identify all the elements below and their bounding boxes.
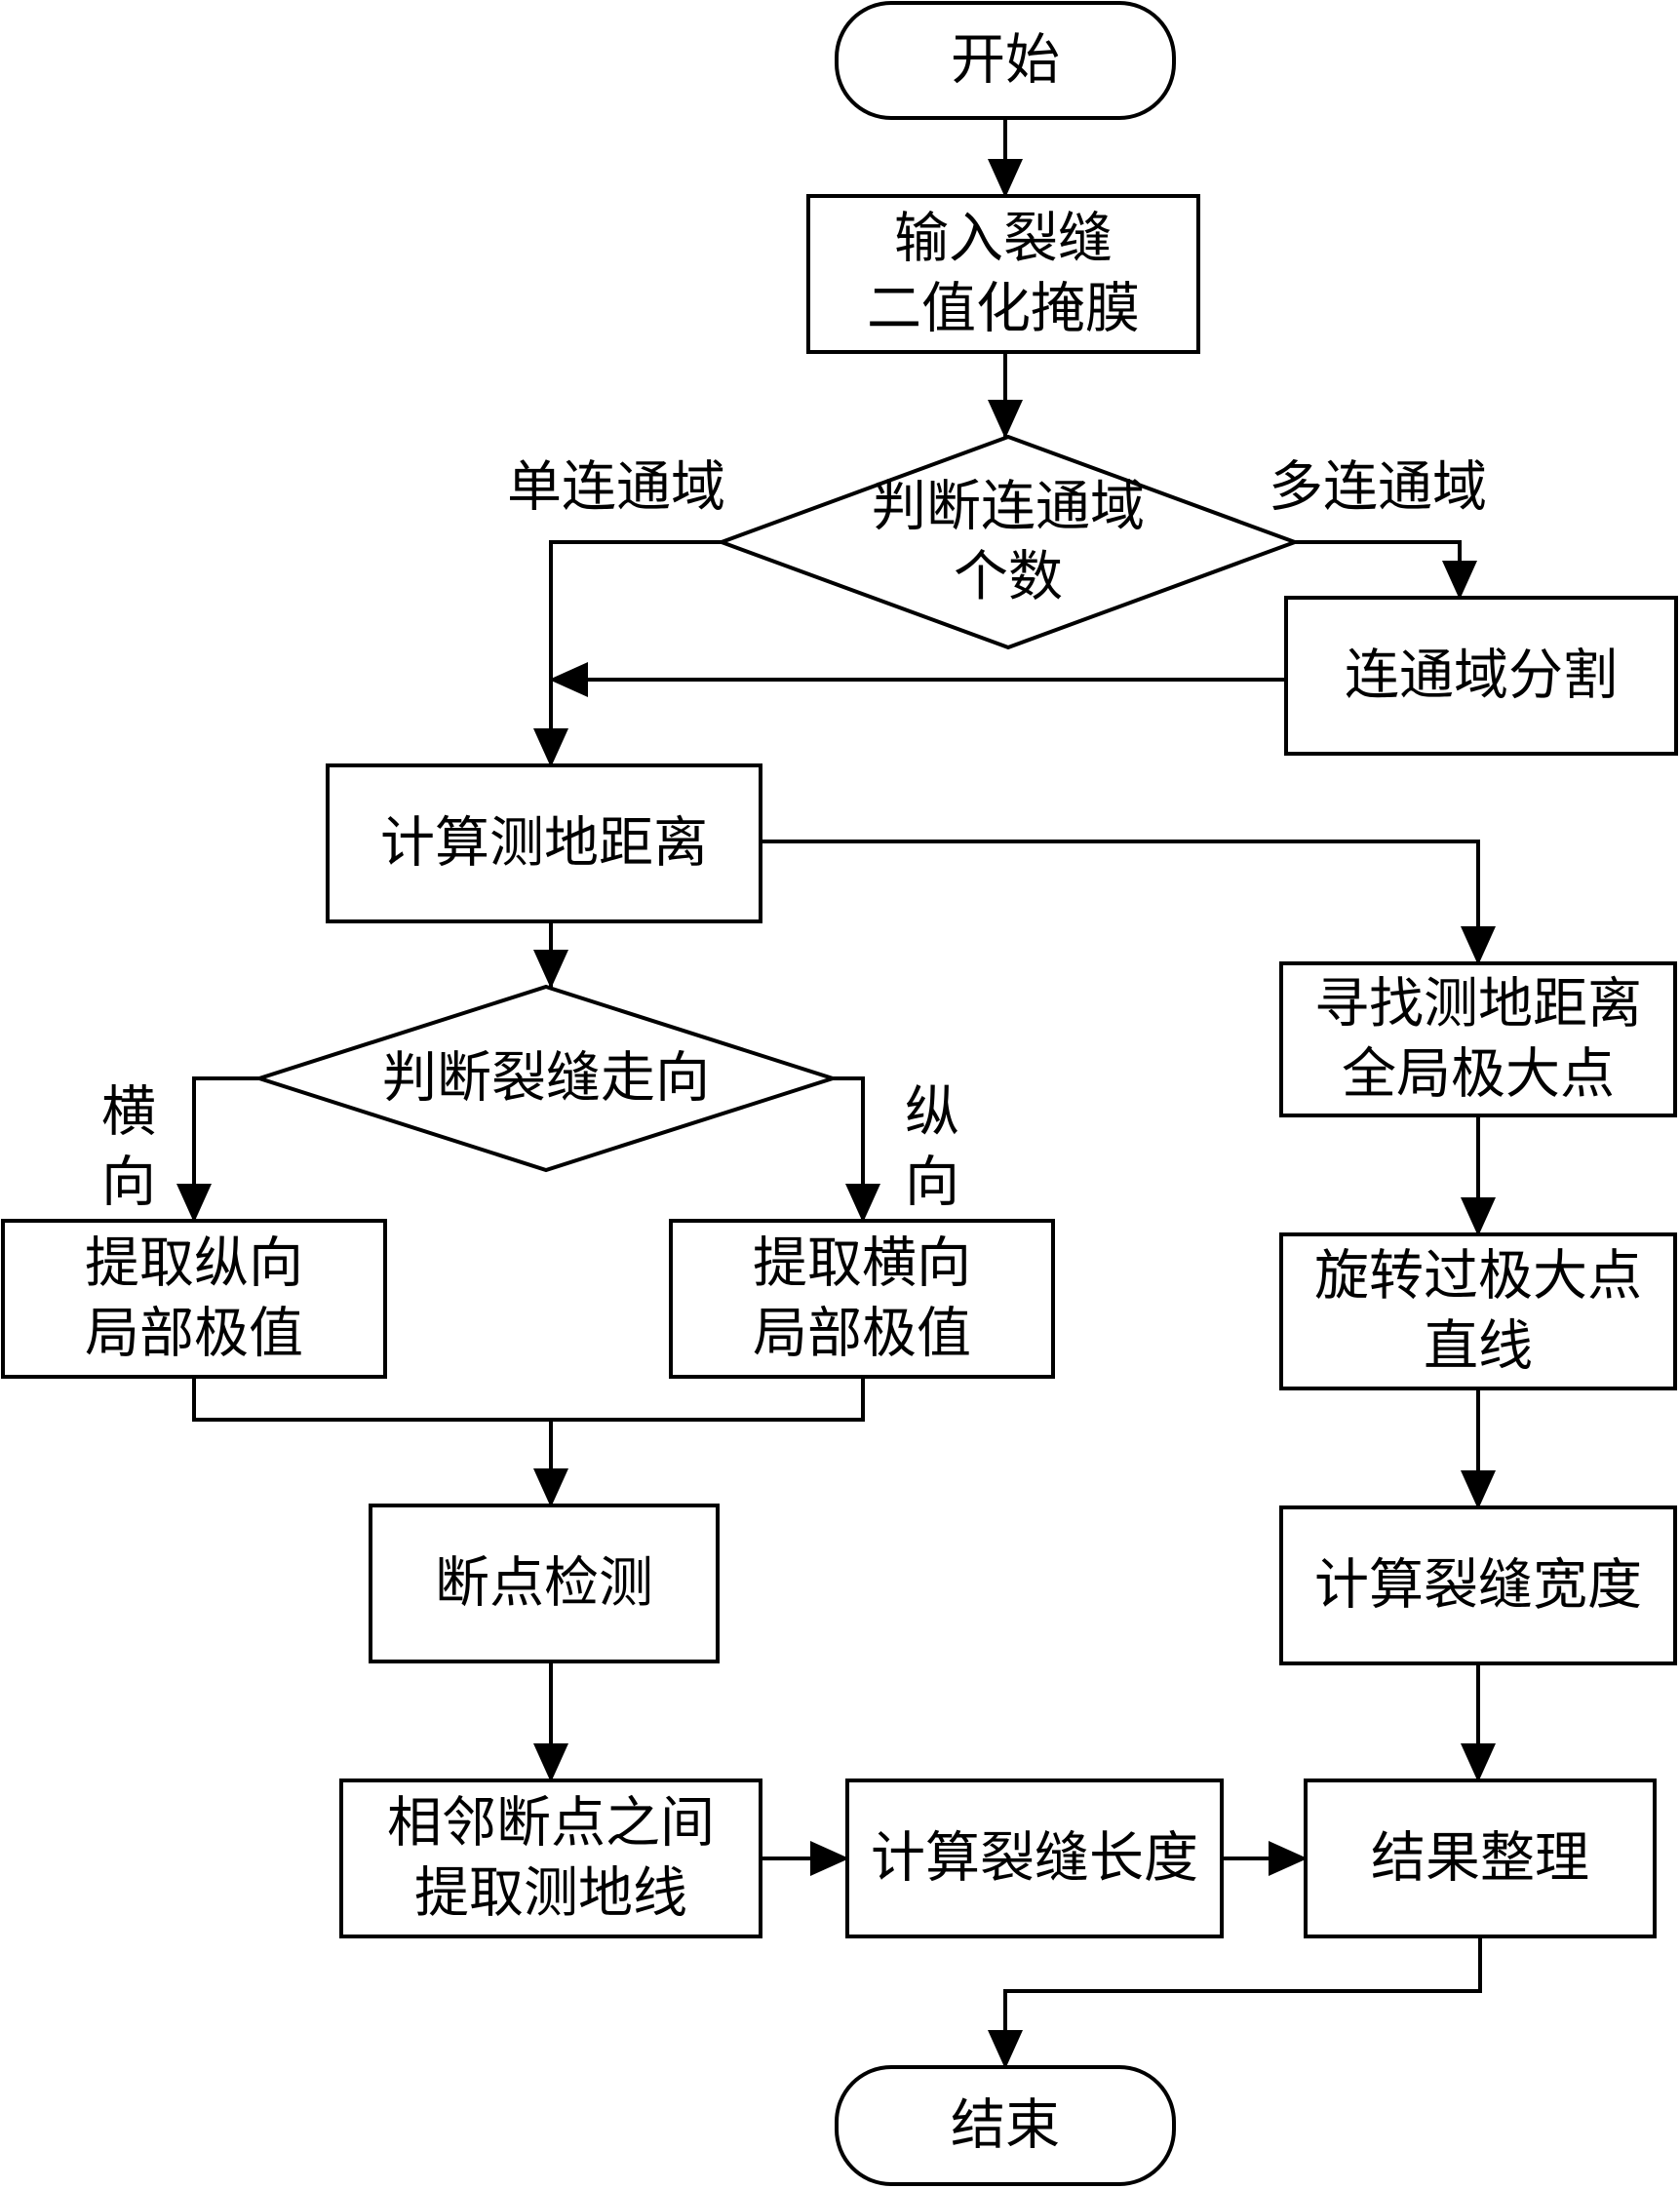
label-single-component: 单连通域 <box>507 456 725 520</box>
rotate-line-text-line-2: 直线 <box>1424 1315 1533 1379</box>
arrow-geodesic-to-global-max <box>761 840 1496 965</box>
crack-length-text-line-1: 计算裂缝长度 <box>871 1827 1198 1891</box>
result-summary-box <box>1304 1779 1657 1938</box>
extract-vertical-extrema-text-line-2: 局部极值 <box>85 1303 303 1366</box>
label-vertical: 纵向 <box>905 1081 959 1215</box>
breakpoint-detection-text-line-1: 断点检测 <box>435 1552 653 1616</box>
extract-vertical-extrema-box <box>1 1219 387 1379</box>
judge-direction-diamond <box>253 984 840 1173</box>
end-terminator <box>835 2065 1176 2186</box>
arrow-merge-left <box>192 1377 551 1422</box>
geodesic-distance-text-line-1: 计算测地距离 <box>380 812 708 876</box>
label-horizontal-text-line-1: 横 <box>101 1081 156 1145</box>
input-mask-box <box>806 194 1200 354</box>
input-mask-text-line-2: 二值化掩膜 <box>867 278 1140 341</box>
start-text-line-1: 开始 <box>951 29 1060 93</box>
extract-horizontal-extrema-text-line-2: 局部极值 <box>753 1303 971 1366</box>
component-split-box <box>1284 596 1678 756</box>
label-multi-component: 多连通域 <box>1269 456 1487 520</box>
judge-components-text-line-2: 个数 <box>954 546 1063 609</box>
geodesic-distance-box <box>326 763 762 923</box>
arrow-single-branch <box>533 540 722 767</box>
node-crack-width: 计算裂缝宽度 <box>1279 1505 1677 1665</box>
end-text-line-1: 结束 <box>951 2094 1060 2158</box>
rotate-line-text-line-1: 旋转过极大点 <box>1314 1245 1642 1309</box>
breakpoint-detection-box <box>369 1504 720 1663</box>
node-geodesic-distance: 计算测地距离 <box>326 763 762 923</box>
input-mask-text-line-1: 输入裂缝 <box>894 208 1113 271</box>
extract-vertical-extrema-text-line-1: 提取纵向 <box>85 1232 303 1296</box>
crack-length-box <box>845 1779 1224 1938</box>
node-judge-direction: 判断裂缝走向 <box>253 984 840 1173</box>
crack-width-text-line-1: 计算裂缝宽度 <box>1314 1554 1642 1618</box>
crack-width-box <box>1279 1505 1677 1665</box>
extract-geodesic-lines-box <box>339 1779 762 1938</box>
node-result-summary: 结果整理 <box>1304 1779 1657 1938</box>
label-vertical-text-line-1: 纵 <box>905 1081 959 1145</box>
branch-labels: 单连通域多连通域横向纵向 <box>101 456 1487 1215</box>
arrow-multi-branch <box>1295 540 1477 600</box>
label-single-component-text-line-1: 单连通域 <box>507 456 725 520</box>
node-end: 结束 <box>835 2065 1176 2186</box>
component-split-text-line-1: 连通域分割 <box>1345 645 1618 708</box>
extract-horizontal-extrema-box <box>669 1219 1055 1379</box>
label-horizontal-text-line-2: 向 <box>101 1152 156 1215</box>
label-vertical-text-line-2: 向 <box>905 1152 959 1215</box>
arrow-horizontal-branch <box>176 1076 259 1223</box>
node-crack-length: 计算裂缝长度 <box>845 1779 1224 1938</box>
arrow-vertical-branch <box>833 1076 880 1223</box>
label-horizontal: 横向 <box>101 1081 156 1215</box>
label-multi-component-text-line-1: 多连通域 <box>1269 456 1487 520</box>
judge-components-text-line-1: 判断连通域 <box>872 476 1145 539</box>
find-global-max-text-line-1: 寻找测地距离 <box>1314 973 1642 1036</box>
flow-connectors <box>176 118 1496 2069</box>
find-global-max-text-line-2: 全局极大点 <box>1342 1043 1615 1107</box>
find-global-max-box <box>1279 961 1677 1117</box>
node-start: 开始 <box>835 1 1176 120</box>
extract-horizontal-extrema-text-line-1: 提取横向 <box>753 1232 971 1296</box>
extract-geodesic-lines-text-line-2: 提取测地线 <box>414 1862 687 1926</box>
start-terminator <box>835 1 1176 120</box>
node-breakpoint-detection: 断点检测 <box>369 1504 720 1663</box>
result-summary-text-line-1: 结果整理 <box>1371 1827 1589 1891</box>
extract-geodesic-lines-text-line-1: 相邻断点之间 <box>387 1792 715 1856</box>
arrow-merge-right <box>551 1377 865 1422</box>
judge-components-diamond <box>716 434 1301 650</box>
node-component-split: 连通域分割 <box>1284 596 1678 756</box>
arrow-result-to-end <box>988 1936 1482 2069</box>
rotate-line-box <box>1279 1232 1677 1390</box>
judge-direction-text-line-1: 判断裂缝走向 <box>382 1047 710 1111</box>
